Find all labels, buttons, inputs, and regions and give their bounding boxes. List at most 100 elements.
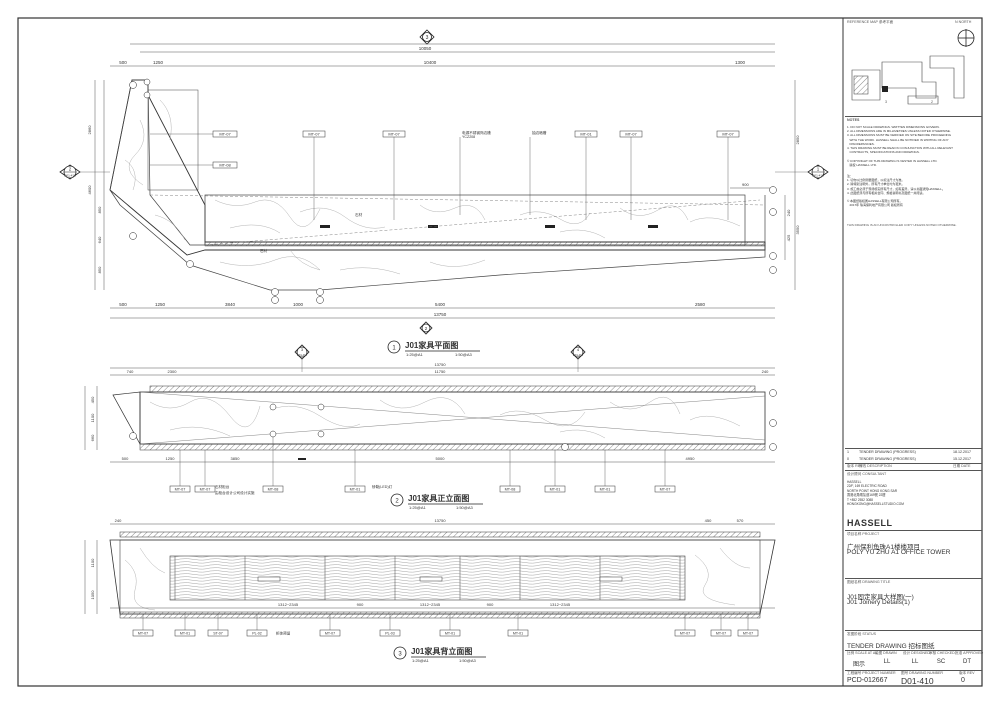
svg-text:MT-07: MT-07 — [625, 132, 637, 137]
svg-text:425: 425 — [786, 234, 791, 241]
svg-text:1:50@A3: 1:50@A3 — [455, 352, 473, 357]
plan-counter-outline — [109, 79, 766, 256]
svg-text:MT-07: MT-07 — [200, 488, 211, 492]
svg-text:1100: 1100 — [90, 413, 95, 422]
drawing-title-en: J01 Joinery Details(1) — [847, 599, 910, 606]
svg-text:850: 850 — [97, 266, 102, 273]
plan-counter-top — [204, 194, 746, 246]
svg-text:13750: 13750 — [434, 312, 447, 317]
section-callout-top: 3 — [419, 29, 435, 45]
back-title: 3 J01家具背立面图 1:25@A1 1:50@A3 — [393, 646, 486, 663]
svg-text:矫勒(LED)灯: 矫勒(LED)灯 — [372, 484, 393, 489]
front-counter-body — [139, 391, 766, 445]
svg-text:MT-01: MT-01 — [513, 632, 523, 636]
checked-value: SC — [936, 659, 946, 665]
sheet-border — [17, 17, 983, 687]
drawing-title-label: 图纸名称 DRAWING TITLE — [847, 580, 891, 584]
plan-note-center2: 抽边暗槽 — [532, 130, 547, 135]
svg-text:1100: 1100 — [90, 558, 95, 567]
section-callout-left: 2 D01-410 — [59, 164, 81, 180]
svg-text:240: 240 — [786, 209, 791, 216]
svg-text:570: 570 — [737, 518, 744, 523]
svg-text:2860: 2860 — [87, 125, 92, 135]
svg-text:1250: 1250 — [166, 456, 176, 461]
title-block: REFERENCE MAP 参考平面 N NORTH 3 2 NOTES 1. … — [845, 20, 984, 686]
svg-text:J01家具正立面图: J01家具正立面图 — [408, 493, 469, 503]
svg-text:3840: 3840 — [225, 302, 236, 307]
front-title: 2 J01家具正立面图 1:25@A1 1:50@A3 — [390, 493, 483, 510]
svg-text:2: 2 — [395, 499, 399, 505]
svg-text:1312~2345: 1312~2345 — [550, 602, 571, 607]
consultant-address: HASSELL 22/F, 169 ELECTRIC ROAD NORTH PO… — [847, 480, 904, 507]
drawing-title-cn: J01固定家具大样图(一) — [847, 594, 914, 601]
plan-tags: MT-07 MT-08 MT-07 MT-07 MT-01 MT-07 MT-0… — [150, 130, 740, 253]
svg-text:MT-07: MT-07 — [325, 632, 335, 636]
svg-text:MT-07: MT-07 — [219, 132, 231, 137]
svg-text:ST-07: ST-07 — [213, 632, 223, 636]
svg-text:MT-07: MT-07 — [722, 132, 734, 137]
svg-text:1:25@A1: 1:25@A1 — [412, 658, 430, 663]
svg-text:MT-07: MT-07 — [743, 632, 753, 636]
svg-text:D01-410: D01-410 — [297, 353, 308, 357]
svg-text:D01-410: D01-410 — [812, 174, 824, 178]
svg-text:MT-08: MT-08 — [219, 163, 231, 168]
plan-grid-markers — [129, 78, 777, 304]
svg-text:850: 850 — [97, 206, 102, 213]
svg-text:900: 900 — [742, 182, 749, 187]
svg-text:MT-08: MT-08 — [268, 488, 279, 492]
approved-value: DT — [963, 659, 971, 665]
svg-text:10050: 10050 — [419, 46, 432, 51]
svg-text:MT-07: MT-07 — [175, 488, 186, 492]
drawing-number: D01-410 — [901, 676, 934, 686]
svg-text:900: 900 — [357, 602, 364, 607]
section-callout-s3: 3 D01-410 — [294, 344, 310, 360]
svg-text:5400: 5400 — [435, 302, 446, 307]
svg-text:2: 2 — [69, 167, 72, 172]
status-value: TENDER DRAWING 招标图纸 — [847, 643, 935, 650]
svg-text:13750: 13750 — [434, 362, 446, 367]
svg-text:240: 240 — [115, 518, 122, 523]
svg-text:柜体预留: 柜体预留 — [276, 631, 291, 636]
svg-text:2850: 2850 — [795, 135, 800, 145]
svg-text:13750: 13750 — [434, 518, 446, 523]
svg-text:MT-07: MT-07 — [138, 632, 148, 636]
svg-text:J01家具背立面图: J01家具背立面图 — [411, 646, 472, 656]
svg-text:450: 450 — [90, 396, 95, 403]
svg-text:MT-01: MT-01 — [580, 132, 592, 137]
svg-text:2580: 2580 — [695, 302, 706, 307]
svg-text:由柜台设计公司设计实施: 由柜台设计公司设计实施 — [215, 490, 255, 495]
svg-text:MT-07: MT-07 — [388, 132, 400, 137]
plan-counter-body — [109, 79, 766, 291]
svg-text:3850: 3850 — [231, 456, 241, 461]
project-number: PCD-012667 — [847, 677, 888, 684]
svg-text:500: 500 — [119, 302, 127, 307]
notes-en: 1. DO NOT SCALE DRAWINGS. WRITTEN DIMENS… — [847, 125, 953, 167]
svg-text:1: 1 — [392, 346, 396, 352]
back-elevation: 240 13750 450 570 1100 1050 1312~2345 90… — [84, 518, 776, 663]
section-callout-s4: 4 D01-410 — [570, 344, 586, 360]
svg-text:MT-08: MT-08 — [505, 488, 516, 492]
svg-text:5000: 5000 — [436, 456, 446, 461]
svg-text:11750: 11750 — [435, 369, 447, 374]
svg-text:3: 3 — [398, 652, 402, 658]
project-cn: 广州保利鱼珠A1楼楼项目 — [847, 544, 920, 551]
notes-heading: NOTES — [847, 118, 860, 122]
svg-text:MT-01: MT-01 — [350, 488, 361, 492]
svg-text:1300: 1300 — [735, 60, 746, 65]
svg-text:D01-410: D01-410 — [64, 174, 76, 178]
svg-text:PL-02: PL-02 — [252, 632, 262, 636]
svg-text:2: 2 — [425, 326, 428, 331]
svg-text:240: 240 — [762, 369, 769, 374]
consultant-label: 设计顾问 CONSULTANT — [847, 472, 887, 476]
svg-text:1000: 1000 — [293, 302, 304, 307]
svg-text:MT-07: MT-07 — [716, 632, 726, 636]
front-tags — [179, 437, 666, 486]
svg-text:PL-03: PL-03 — [385, 632, 395, 636]
svg-text:4600: 4600 — [87, 185, 92, 195]
svg-text:1: 1 — [817, 167, 820, 172]
svg-text:1312~2345: 1312~2345 — [278, 602, 299, 607]
svg-text:4950: 4950 — [686, 456, 696, 461]
svg-text:D01-410: D01-410 — [573, 353, 584, 357]
section-callout-bottom: 2 — [419, 321, 433, 335]
